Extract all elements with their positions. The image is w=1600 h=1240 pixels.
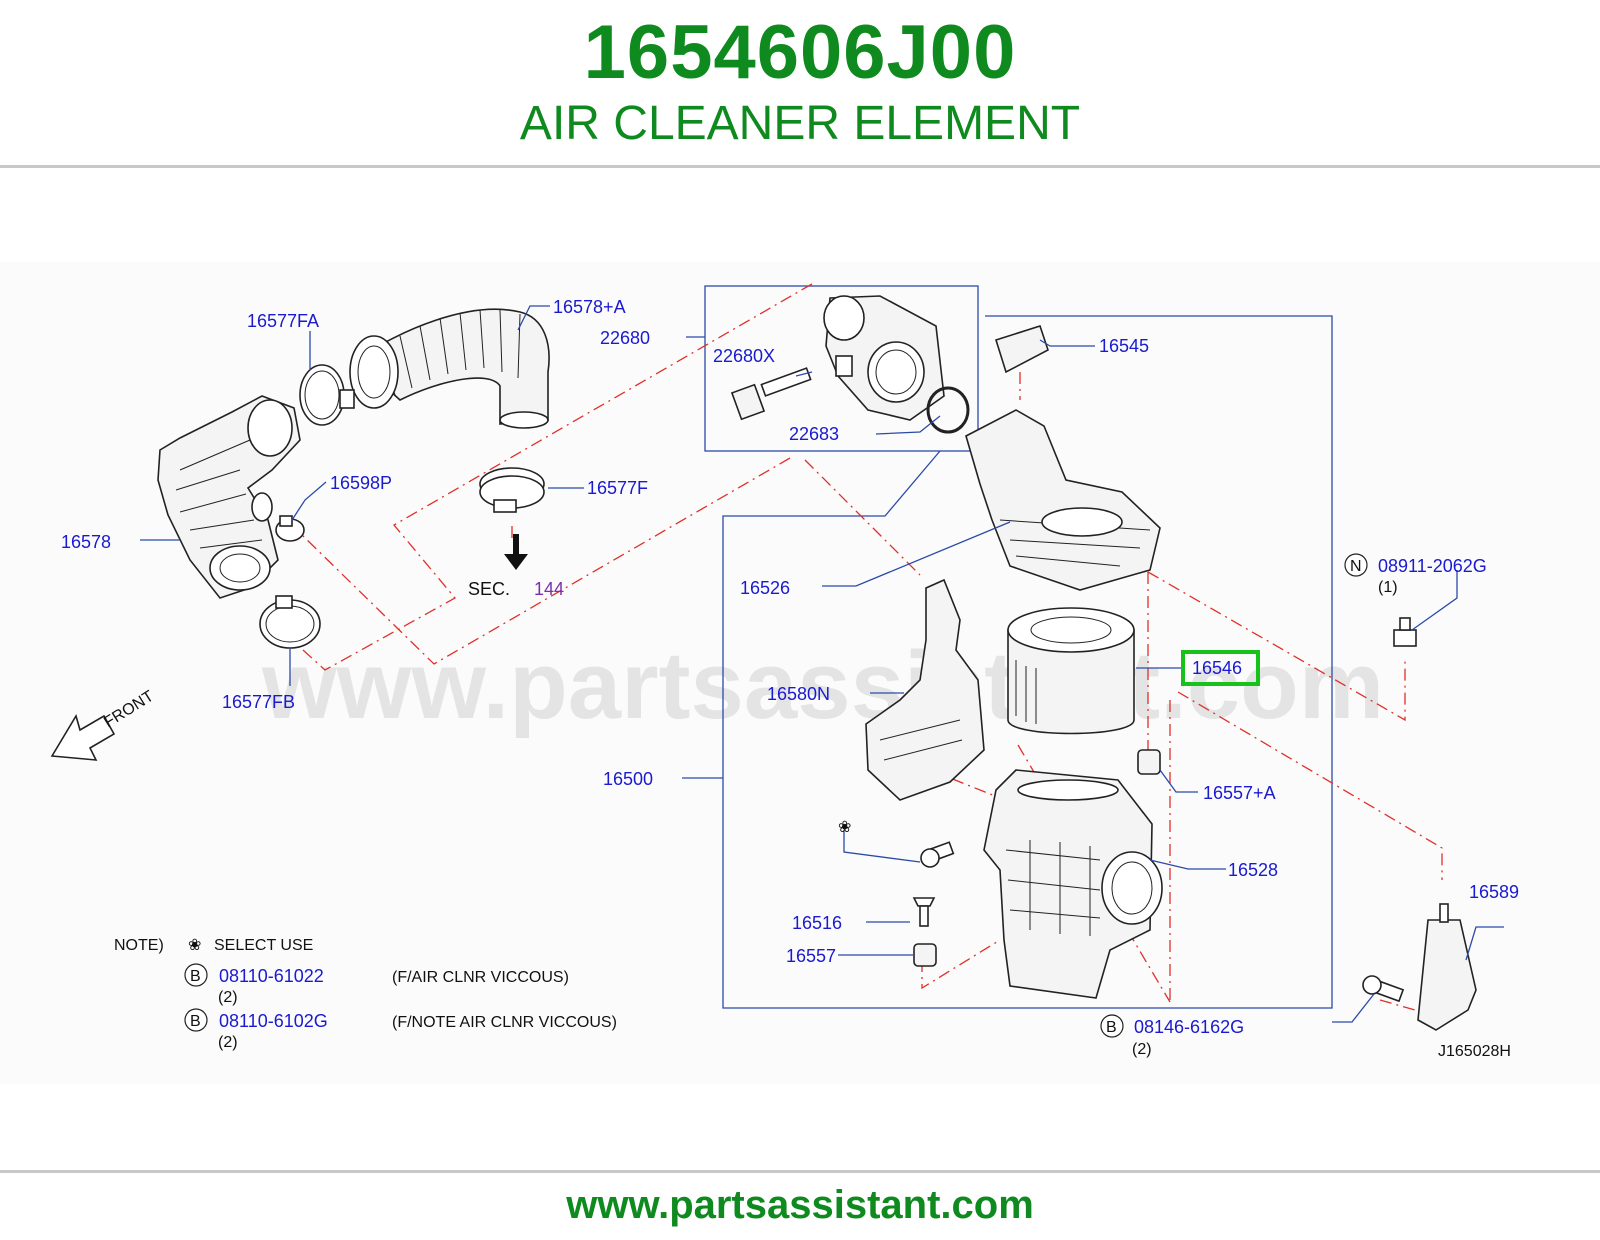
- callout-16500[interactable]: 16500: [603, 769, 653, 789]
- callout-16546[interactable]: 16546: [1192, 658, 1242, 678]
- maf-housing-22680-drawing: [823, 295, 945, 421]
- front-arrow-icon: [50, 714, 116, 761]
- notes-title: NOTE): [114, 937, 164, 954]
- marker-b-letter-08146: B: [1106, 1019, 1117, 1036]
- grommet-16557-drawing: [913, 943, 937, 967]
- callout-16526[interactable]: 16526: [740, 578, 790, 598]
- callout-16577FA[interactable]: 16577FA: [247, 311, 319, 331]
- callout-08911-qty: (1): [1378, 579, 1398, 596]
- page-header: 1654606J00 AIR CLEANER ELEMENT: [0, 0, 1600, 168]
- seal-16545-drawing: [994, 324, 1049, 374]
- highlight-box-16546: [1181, 650, 1260, 686]
- callout-16545[interactable]: 16545: [1099, 336, 1149, 356]
- callout-16598P[interactable]: 16598P: [330, 473, 392, 493]
- note-1-qty: (2): [218, 989, 238, 1006]
- callout-08146-6162G[interactable]: 08146-6162G: [1134, 1017, 1244, 1037]
- duct-16578-drawing: [157, 395, 301, 599]
- callout-08146-qty: (2): [1132, 1041, 1152, 1058]
- dash-line-8: [1177, 691, 1443, 880]
- note-1-part[interactable]: 08110-61022: [219, 966, 324, 986]
- callout-16580N[interactable]: 16580N: [767, 684, 830, 704]
- note-2-qty: (2): [218, 1034, 238, 1051]
- select-use-marker-icon: ❀: [838, 819, 851, 836]
- leader-lines: [140, 305, 1504, 1023]
- notes-select-use: SELECT USE: [214, 937, 313, 954]
- o-ring-22683-drawing: [926, 386, 970, 434]
- marker-b-circle-08146: [1100, 1014, 1124, 1038]
- callout-22680X[interactable]: 22680X: [713, 346, 775, 366]
- marker-b-circle-note-2: [184, 1008, 208, 1032]
- part-name-subtitle: AIR CLEANER ELEMENT: [519, 97, 1081, 150]
- note-1-desc: (F/AIR CLNR VICCOUS): [392, 969, 569, 986]
- cover-16526-drawing: [965, 409, 1161, 591]
- sec-arrow-icon: [504, 534, 528, 570]
- callout-16557A[interactable]: 16557+A: [1203, 783, 1276, 803]
- notes-block: NOTE) ❀ SELECT USE B 08110-61022 (F/AIR …: [114, 937, 617, 1051]
- sec-number-link[interactable]: 144: [534, 579, 564, 599]
- diagram-code: J165028H: [1438, 1043, 1511, 1060]
- maf-sensor-group-box: [704, 285, 979, 452]
- dash-line-2: [299, 457, 791, 665]
- clamp-16598P-drawing: [275, 515, 305, 542]
- lower-case-16528-drawing: [983, 769, 1163, 999]
- callout-16578[interactable]: 16578: [61, 532, 111, 552]
- bolt-select-use-drawing: [920, 841, 955, 868]
- duct-16578A-drawing: [349, 308, 550, 429]
- callout-16528[interactable]: 16528: [1228, 860, 1278, 880]
- resonator-16580N-drawing: [865, 578, 985, 801]
- callout-22683[interactable]: 22683: [789, 424, 839, 444]
- note-2-part[interactable]: 08110-6102G: [219, 1011, 328, 1031]
- bolt-08146-drawing: [1362, 975, 1405, 1003]
- grommet-16557A-drawing: [1137, 749, 1161, 775]
- air-cleaner-group-box: [722, 315, 1333, 1009]
- callout-16516[interactable]: 16516: [792, 913, 842, 933]
- element-16546-drawing: [1007, 607, 1135, 735]
- dash-line-11: [921, 939, 1001, 990]
- grommet-16516-drawing: [912, 897, 936, 927]
- marker-n-letter: N: [1350, 558, 1362, 575]
- footer-url-link[interactable]: www.partsassistant.com: [566, 1183, 1034, 1227]
- callout-08911-2062G[interactable]: 08911-2062G: [1378, 556, 1487, 576]
- bracket-16589-drawing: [1417, 903, 1477, 1031]
- dash-line-3: [804, 459, 921, 576]
- marker-b-letter-note-2: B: [190, 1013, 201, 1030]
- callout-16577F[interactable]: 16577F: [587, 478, 648, 498]
- marker-b-circle-note-1: [184, 963, 208, 987]
- note-2-desc: (F/NOTE AIR CLNR VICCOUS): [392, 1014, 617, 1031]
- callout-16557[interactable]: 16557: [786, 946, 836, 966]
- sec-label: SEC.: [468, 579, 510, 599]
- marker-b-letter-note-1: B: [190, 968, 201, 985]
- callout-22680[interactable]: 22680: [600, 328, 650, 348]
- notes-select-symbol: ❀: [188, 937, 201, 954]
- footer-divider: [0, 1170, 1600, 1173]
- header-divider: [0, 165, 1600, 168]
- front-label: FRONT: [101, 688, 157, 732]
- clamp-16577FA-drawing: [299, 364, 355, 426]
- marker-n-circle: [1344, 553, 1368, 577]
- dash-line-12: [1379, 999, 1423, 1013]
- clamp-16577F-drawing: [479, 467, 545, 513]
- callout-16589[interactable]: 16589: [1469, 882, 1519, 902]
- part-number-title: 1654606J00: [583, 10, 1017, 95]
- callout-16578A[interactable]: 16578+A: [553, 297, 626, 317]
- dash-line-5: [1147, 571, 1406, 722]
- clamp-16577FB-drawing: [259, 595, 321, 649]
- dash-line-1: [269, 283, 813, 671]
- callout-16577FB[interactable]: 16577FB: [222, 692, 295, 712]
- nut-08911-drawing: [1393, 617, 1417, 647]
